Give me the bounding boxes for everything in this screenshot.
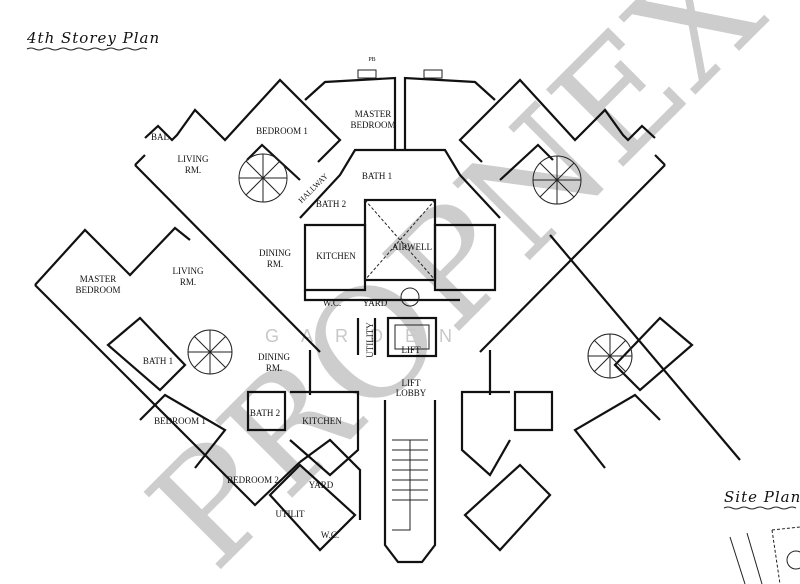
watermark-brand: PROPNEX [117, 0, 795, 584]
label-utility-core: UTILITY [365, 322, 375, 358]
site-plan-fragment [729, 526, 800, 584]
label-dining-rm: RM. [267, 259, 283, 269]
label-wc-lower: W.C. [321, 530, 339, 540]
title-underline [26, 47, 148, 51]
label-dining-lower: DINING [258, 352, 290, 362]
label-living-rm: RM. [185, 165, 201, 175]
label-yard-lower: YARD [309, 480, 334, 490]
label-bath2: BATH 2 [316, 199, 346, 209]
label-master: MASTER [355, 109, 392, 119]
label-lift: LIFT [402, 345, 422, 355]
room-labels: BAL LIVING RM. BEDROOM 1 MASTER BEDROOM … [75, 57, 432, 540]
label-wc: W.C. [323, 298, 341, 308]
label-kitchen: KITCHEN [316, 251, 356, 261]
floor-plan-title: 4th Storey Plan [26, 29, 160, 47]
label-utility-lower: UTILIT [276, 509, 305, 519]
label-bedroom1-lower: BEDROOM 1 [154, 416, 206, 426]
label-bath2-lower: BATH 2 [250, 408, 280, 418]
left-wings [34, 69, 400, 552]
label-dining: DINING [259, 248, 291, 258]
watermark: PROPNEX GARDEN [117, 0, 795, 584]
right-wings [400, 69, 741, 552]
label-bedroom1: BEDROOM 1 [256, 126, 308, 136]
label-master-bedroom: BEDROOM [350, 120, 395, 130]
label-living: LIVING [178, 154, 209, 164]
label-lift-lobby: LIFT [402, 378, 422, 388]
label-master-lower: MASTER [80, 274, 117, 284]
label-living-lower: LIVING [173, 266, 204, 276]
site-plan-underline [723, 506, 797, 510]
label-bath1: BATH 1 [362, 171, 392, 181]
label-kitchen-lower: KITCHEN [302, 416, 342, 426]
label-bal: BAL [151, 132, 169, 142]
label-yard: YARD [363, 298, 388, 308]
label-pb: PB [368, 57, 375, 63]
label-lift-lobby2: LOBBY [396, 388, 427, 398]
site-plan-title: Site Plan [724, 488, 800, 506]
label-airwell: AIRWELL [392, 242, 432, 252]
label-dining-rm-lower: RM. [266, 363, 282, 373]
label-master-bedroom-lower: BEDROOM [75, 285, 120, 295]
label-bath1-lower: BATH 1 [143, 356, 173, 366]
label-living-rm-lower: RM. [180, 277, 196, 287]
label-bedroom2-lower: BEDROOM 2 [227, 475, 279, 485]
core [308, 198, 492, 564]
